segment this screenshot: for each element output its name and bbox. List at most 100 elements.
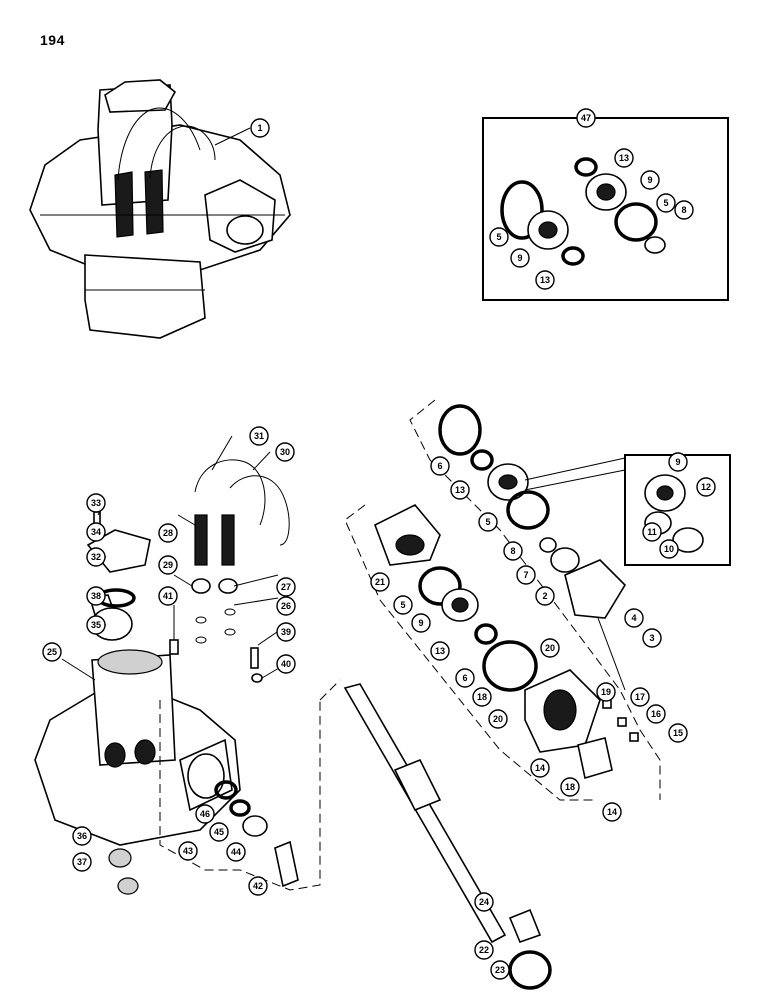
callout-43: 43 <box>178 841 198 861</box>
callout-44: 44 <box>226 842 246 862</box>
svg-text:27: 27 <box>281 582 291 592</box>
page-number: 194 <box>40 32 65 48</box>
callout-12: 12 <box>696 477 716 497</box>
callout-33: 33 <box>86 493 106 513</box>
callout-5-kit-left: 5 <box>489 227 509 247</box>
svg-text:1: 1 <box>257 123 262 133</box>
seal-stack-drawing <box>319 399 731 801</box>
svg-text:33: 33 <box>91 498 101 508</box>
svg-text:42: 42 <box>253 881 263 891</box>
kit-o-ring-large-right <box>614 202 658 242</box>
svg-text:17: 17 <box>635 692 645 702</box>
callout-41: 41 <box>158 586 178 606</box>
svg-text:28: 28 <box>163 528 173 538</box>
callout-30: 30 <box>275 442 295 462</box>
svg-text:5: 5 <box>663 198 668 208</box>
svg-text:13: 13 <box>540 275 550 285</box>
svg-text:2: 2 <box>542 591 547 601</box>
svg-text:35: 35 <box>91 620 101 630</box>
svg-text:10: 10 <box>664 544 674 554</box>
callout-4: 4 <box>624 608 644 628</box>
svg-text:3: 3 <box>649 633 654 643</box>
callout-1: 1 <box>250 118 270 138</box>
callout-35: 35 <box>86 615 106 635</box>
kit-washer <box>644 236 666 254</box>
svg-text:5: 5 <box>485 517 490 527</box>
callout-13-kit-bottom: 13 <box>535 270 555 290</box>
callout-14-left: 14 <box>530 758 550 778</box>
svg-text:9: 9 <box>675 457 680 467</box>
svg-text:13: 13 <box>435 646 445 656</box>
svg-text:37: 37 <box>77 857 87 867</box>
callout-9-mid: 9 <box>411 613 431 633</box>
callout-3: 3 <box>642 628 662 648</box>
svg-text:20: 20 <box>493 714 503 724</box>
callout-31: 31 <box>249 426 269 446</box>
svg-text:22: 22 <box>479 945 489 955</box>
callout-29: 29 <box>158 555 178 575</box>
callout-8: 8 <box>503 541 523 561</box>
shaft-drawing <box>343 683 552 990</box>
svg-text:11: 11 <box>647 527 657 537</box>
callout-36: 36 <box>72 826 92 846</box>
svg-text:29: 29 <box>163 560 173 570</box>
kit-o-ring-small-top <box>574 157 598 177</box>
callout-18-top: 18 <box>472 687 492 707</box>
svg-text:9: 9 <box>418 618 423 628</box>
callout-13-mid: 13 <box>430 641 450 661</box>
callout-34: 34 <box>86 522 106 542</box>
fitting-28-right <box>221 514 235 566</box>
callout-8-kit: 8 <box>674 200 694 220</box>
svg-text:38: 38 <box>91 591 101 601</box>
callout-23: 23 <box>490 960 510 980</box>
svg-text:39: 39 <box>281 627 291 637</box>
svg-text:18: 18 <box>565 782 575 792</box>
callout-15: 15 <box>668 723 688 743</box>
svg-text:43: 43 <box>183 846 193 856</box>
callout-11: 11 <box>642 522 662 542</box>
svg-text:15: 15 <box>673 728 683 738</box>
svg-text:13: 13 <box>619 153 629 163</box>
svg-text:36: 36 <box>77 831 87 841</box>
callout-2: 2 <box>535 586 555 606</box>
svg-text:14: 14 <box>607 807 617 817</box>
svg-text:6: 6 <box>462 673 467 683</box>
bushing-42-drawing <box>274 840 299 888</box>
svg-text:32: 32 <box>91 552 101 562</box>
callout-46: 46 <box>195 804 215 824</box>
assembled-pump-drawing <box>29 79 291 339</box>
housing-assembly-drawing <box>34 459 321 895</box>
svg-text:6: 6 <box>437 461 442 471</box>
callout-16: 16 <box>646 704 666 724</box>
kit-o-ring-large-left <box>500 180 544 240</box>
svg-text:8: 8 <box>681 205 686 215</box>
callout-5-kit-right: 5 <box>656 193 676 213</box>
callout-39: 39 <box>276 622 296 642</box>
svg-text:31: 31 <box>254 431 264 441</box>
callout-9-detail: 9 <box>668 452 688 472</box>
callout-13-top: 13 <box>450 480 470 500</box>
callout-47: 47 <box>576 108 596 128</box>
callout-18-bottom: 18 <box>560 777 580 797</box>
callout-27: 27 <box>276 577 296 597</box>
svg-text:14: 14 <box>535 763 545 773</box>
leader-lines <box>61 127 280 681</box>
fitting-28-left <box>194 514 208 566</box>
callout-13-kit-top: 13 <box>614 148 634 168</box>
svg-text:40: 40 <box>281 659 291 669</box>
callout-24: 24 <box>474 892 494 912</box>
callout-17: 17 <box>630 687 650 707</box>
svg-text:5: 5 <box>496 232 501 242</box>
callout-42: 42 <box>248 876 268 896</box>
callout-6-mid: 6 <box>455 668 475 688</box>
callout-32: 32 <box>86 547 106 567</box>
svg-text:18: 18 <box>477 692 487 702</box>
callout-25: 25 <box>42 642 62 662</box>
callout-40: 40 <box>276 654 296 674</box>
svg-text:21: 21 <box>375 577 385 587</box>
svg-text:47: 47 <box>581 113 591 123</box>
svg-text:41: 41 <box>163 591 173 601</box>
callout-21: 21 <box>370 572 390 592</box>
svg-text:30: 30 <box>280 447 290 457</box>
